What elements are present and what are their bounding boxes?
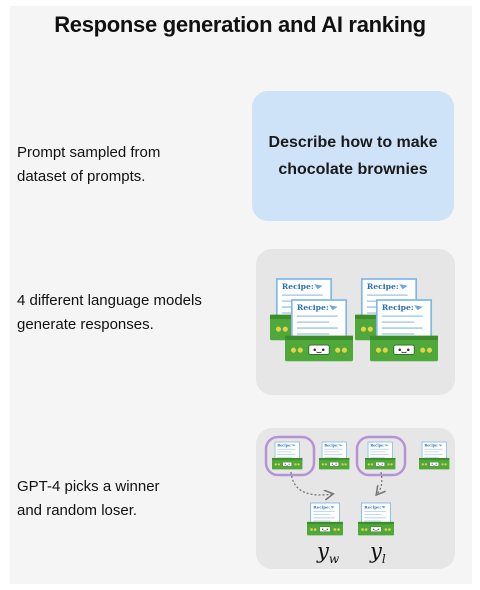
recipe-icon-model-4: Recipe: (370, 299, 438, 362)
recipe-title: Recipe: (277, 444, 291, 448)
winner-arrow (290, 471, 332, 495)
step-ranking-label: GPT-4 picks a winner and random loser. (17, 475, 160, 523)
step-prompt-label: Prompt sampled from dataset of prompts. (17, 141, 160, 189)
step-ranking-line-1: GPT-4 picks a winner (17, 478, 160, 495)
recipe-icon-candidate-3: Recipe: (365, 441, 396, 470)
recipe-title: Recipe: (370, 444, 384, 448)
loser-highlight-ring (355, 435, 407, 477)
winner-label: yw (317, 539, 340, 567)
recipe-icon-candidate-4: Recipe: (419, 441, 450, 470)
page-title: Response generation and AI ranking (54, 12, 426, 37)
loser-label: yl (370, 539, 386, 567)
prompt-line-1: Describe how to make (268, 134, 438, 151)
step-generate-line-1: 4 different language models (17, 292, 202, 309)
loser-arrow (377, 471, 382, 494)
step-generate-label: 4 different language models generate res… (17, 289, 202, 337)
recipe-icon-candidate-1: Recipe: (272, 441, 303, 470)
step-ranking-line-2: and random loser. (17, 502, 138, 519)
recipe-icon-winner: Recipe: (307, 502, 343, 536)
recipe-icon-loser: Recipe: (358, 502, 394, 536)
recipe-title: Recipe: (282, 282, 314, 291)
recipe-title: Recipe: (324, 444, 338, 448)
recipe-icon-model-2: Recipe: (285, 299, 353, 362)
recipe-title: Recipe: (367, 282, 399, 291)
prompt-box: Describe how to make chocolate brownies (252, 91, 454, 221)
recipe-title: Recipe: (424, 444, 438, 448)
winner-highlight-ring (264, 435, 316, 477)
recipe-icon-candidate-2: Recipe: (319, 441, 350, 470)
step-prompt-line-1: Prompt sampled from (17, 144, 161, 161)
prompt-line-2: chocolate brownies (278, 161, 428, 178)
recipe-title: Recipe: (364, 504, 381, 509)
recipe-title: Recipe: (382, 303, 414, 312)
step-generate-line-2: generate responses. (17, 316, 154, 333)
step-prompt-line-2: dataset of prompts. (17, 168, 146, 185)
recipe-title: Recipe: (297, 303, 329, 312)
recipe-title: Recipe: (313, 504, 330, 509)
